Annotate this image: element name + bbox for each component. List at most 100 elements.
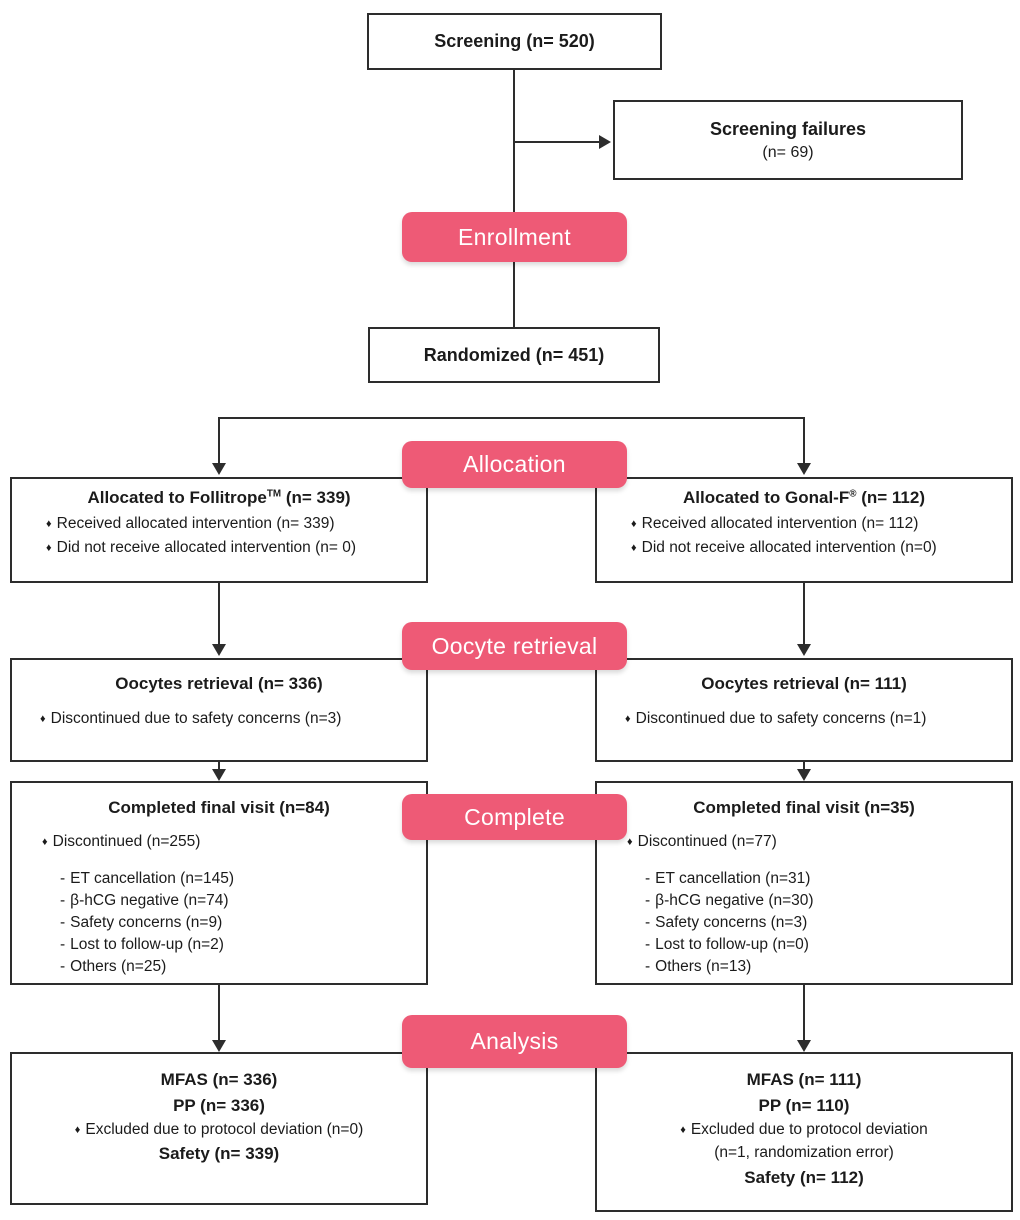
connector-branch-right [803,417,805,464]
complete-right-bullet: ♦ Discontinued (n=77) [597,830,1011,854]
allocation-left-title: Allocated to FollitropeTM (n= 339) [12,487,426,508]
oocyte-left-bullet: ♦ Discontinued due to safety concerns (n… [40,707,426,731]
complete-left-bullet: ♦ Discontinued (n=255) [12,830,426,854]
list-item-text: Safety concerns (n=9) [70,914,223,932]
connector-alloc-to-oocyte-right [803,583,805,645]
arrowhead-analysis-right [797,1040,811,1052]
oocyte-right-box: Oocytes retrieval (n= 111) ♦ Discontinue… [595,658,1013,762]
diamond-bullet-icon: ♦ [74,1124,81,1136]
list-item: -ET cancellation (n=145) [60,868,426,890]
diamond-bullet-icon: ♦ [625,713,631,726]
analysis-left-pp: PP (n= 336) [173,1095,265,1115]
analysis-left-excluded-text: Excluded due to protocol deviation (n=0) [85,1121,364,1138]
analysis-left-excluded: ♦ Excluded due to protocol deviation (n=… [12,1118,426,1141]
screening-failures-box: Screening failures (n= 69) [613,100,963,180]
complete-right-title: Completed final visit (n=35) [693,798,915,817]
allocation-left-bullet-2-text: Did not receive allocated intervention (… [56,539,357,557]
allocation-left-title-main: Allocated to Follitrope [87,488,267,507]
oocyte-retrieval-badge: Oocyte retrieval [402,622,627,670]
complete-right-sublist: -ET cancellation (n=31) -β-hCG negative … [597,868,1011,978]
dash-bullet: - [60,914,66,932]
list-item-text: Lost to follow-up (n=0) [655,936,809,954]
analysis-badge: Analysis [402,1015,627,1068]
dash-bullet: - [645,892,651,910]
arrowhead-complete-right [797,769,811,781]
analysis-right-pp: PP (n= 110) [758,1095,850,1115]
list-item: -Others (n=25) [60,956,426,978]
list-item-text: ET cancellation (n=145) [70,870,235,888]
arrowhead-analysis-left [212,1040,226,1052]
allocation-left-bullet-1-text: Received allocated intervention (n= 339) [56,515,335,533]
allocation-right-bullet-1: ♦ Received allocated intervention (n= 11… [631,512,1011,536]
enrollment-badge: Enrollment [402,212,627,262]
list-item: -Safety concerns (n=3) [645,912,1011,934]
connector-oocyte-to-complete-left [218,762,220,771]
screening-box: Screening (n= 520) [367,13,662,70]
diamond-bullet-icon: ♦ [627,836,633,849]
complete-left-box: Completed final visit (n=84) ♦ Discontin… [10,781,428,985]
screening-failures-title: Screening failures [709,119,867,140]
connector-alloc-to-oocyte-left [218,583,220,645]
oocyte-right-bullet-text: Discontinued due to safety concerns (n=1… [635,710,927,728]
allocation-right-title-sup: ® [849,488,857,500]
dash-bullet: - [645,870,651,888]
arrowhead-oocyte-left [212,644,226,656]
arrowhead-oocyte-right [797,644,811,656]
oocyte-left-title: Oocytes retrieval (n= 336) [115,674,323,693]
allocation-left-bullet-1: ♦ Received allocated intervention (n= 33… [46,512,426,536]
arrowhead-screening-failures [599,135,611,149]
list-item-text: β-hCG negative (n=30) [655,892,814,910]
list-item: -β-hCG negative (n=30) [645,890,1011,912]
oocyte-right-title: Oocytes retrieval (n= 111) [701,674,907,693]
allocation-right-title-tail: (n= 112) [856,488,925,507]
diamond-bullet-icon: ♦ [680,1124,686,1136]
analysis-right-excluded: ♦ Excluded due to protocol deviation [597,1118,1011,1141]
analysis-right-excluded-cont: (n=1, randomization error) [714,1144,894,1162]
list-item-text: Others (n=13) [655,958,752,976]
analysis-left-mfas: MFAS (n= 336) [160,1070,278,1089]
allocation-right-bullet-2: ♦ Did not receive allocated intervention… [631,536,1011,560]
analysis-right-excluded-text: Excluded due to protocol deviation [690,1121,928,1138]
arrowhead-allocation-left [212,463,226,475]
screening-failures-count: (n= 69) [762,143,814,161]
analysis-right-mfas: MFAS (n= 111) [746,1070,862,1089]
allocation-right-bullet-1-text: Received allocated intervention (n= 112) [641,515,919,533]
allocation-right-title-main: Allocated to Gonal-F [682,488,850,507]
dash-bullet: - [645,914,651,932]
list-item-text: Lost to follow-up (n=2) [70,936,224,954]
dash-bullet: - [645,936,651,954]
oocyte-left-bullet-text: Discontinued due to safety concerns (n=3… [50,710,342,728]
allocation-left-title-sup: TM [266,488,282,500]
list-item-text: ET cancellation (n=31) [655,870,811,888]
complete-left-bullet-text: Discontinued (n=255) [52,833,201,851]
analysis-left-box: MFAS (n= 336) PP (n= 336) ♦ Excluded due… [10,1052,428,1205]
complete-right-box: Completed final visit (n=35) ♦ Discontin… [595,781,1013,985]
connector-oocyte-to-complete-right [803,762,805,771]
complete-left-sublist: -ET cancellation (n=145) -β-hCG negative… [12,868,426,978]
allocation-right-box: Allocated to Gonal-F® (n= 112) ♦ Receive… [595,477,1013,583]
list-item: -ET cancellation (n=31) [645,868,1011,890]
diamond-bullet-icon: ♦ [46,518,52,531]
oocyte-retrieval-badge-label: Oocyte retrieval [431,632,598,659]
list-item: -β-hCG negative (n=74) [60,890,426,912]
allocation-left-title-tail: (n= 339) [281,488,351,507]
dash-bullet: - [645,958,651,976]
allocation-left-bullet-2: ♦ Did not receive allocated intervention… [46,536,426,560]
complete-badge: Complete [402,794,627,840]
analysis-left-safety: Safety (n= 339) [158,1144,280,1164]
list-item: -Lost to follow-up (n=2) [60,934,426,956]
diamond-bullet-icon: ♦ [631,542,637,555]
diamond-bullet-icon: ♦ [42,836,48,849]
connector-complete-to-analysis-right [803,985,805,1041]
list-item-text: Safety concerns (n=3) [655,914,808,932]
analysis-right-box: MFAS (n= 111) PP (n= 110) ♦ Excluded due… [595,1052,1013,1212]
connector-to-screening-failures [513,141,599,143]
dash-bullet: - [60,936,66,954]
oocyte-left-box: Oocytes retrieval (n= 336) ♦ Discontinue… [10,658,428,762]
diamond-bullet-icon: ♦ [46,542,52,555]
list-item: -Lost to follow-up (n=0) [645,934,1011,956]
oocyte-right-bullet: ♦ Discontinued due to safety concerns (n… [625,707,1011,731]
connector-screening-to-randomized [513,70,515,327]
dash-bullet: - [60,870,66,888]
